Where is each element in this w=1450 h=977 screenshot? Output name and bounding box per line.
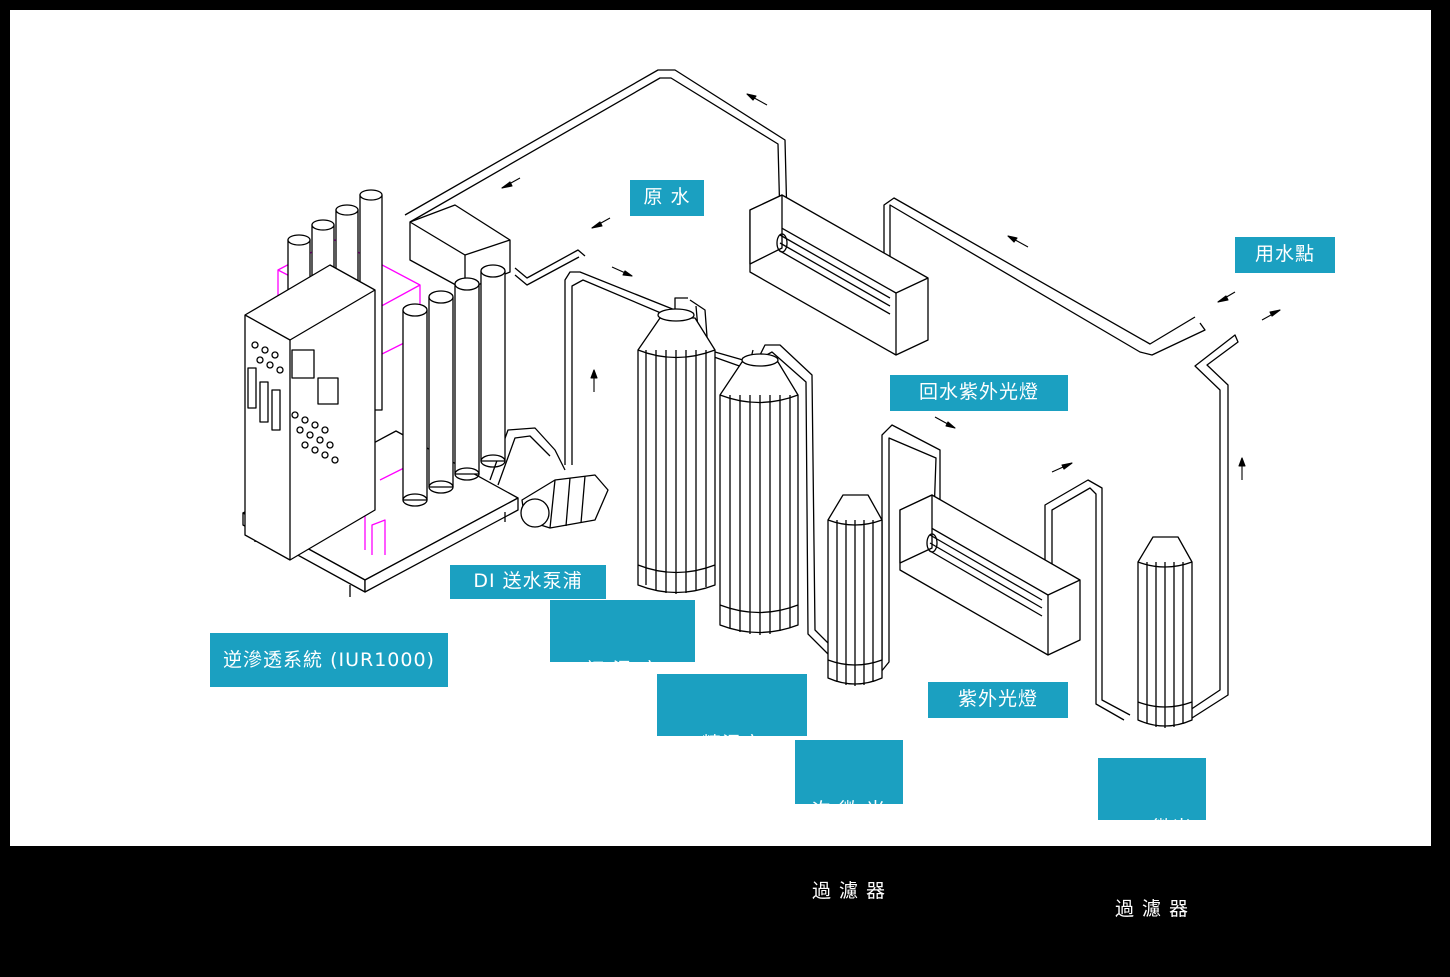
flow-arrow-icon: [501, 93, 1281, 480]
pipe-uv-out: [1044, 479, 1131, 721]
ro-control-panel: [244, 264, 376, 561]
pipe-raw-water-inlet: [514, 249, 586, 286]
label-primary-mixed-bed-line2: 離子交換器: [572, 740, 673, 762]
label-micron-01-filter-line1: 0.1 微米: [1111, 817, 1193, 839]
label-return-uv-lamp: 回水紫外光燈: [890, 375, 1068, 411]
uv-lamp-unit: [899, 494, 1081, 656]
sub-micron-filter-vessel: [827, 494, 883, 686]
drawing-frame: 原 水 用水點 回水紫外光燈 紫外光燈 DI 送水泵浦 初 混 床 離子交換器 …: [10, 10, 1431, 920]
pipe-ro-to-bed1: [564, 271, 688, 465]
label-micron-01-filter-line2: 過 濾 器: [1114, 898, 1190, 920]
label-ro-system: 逆滲透系統 (IUR1000): [210, 633, 448, 687]
polishing-mixed-bed-vessel: [719, 353, 799, 635]
label-primary-mixed-bed: 初 混 床 離子交換器: [550, 600, 695, 762]
pipe-return-loop: [883, 197, 1206, 356]
pipe-main-return: [404, 69, 788, 223]
primary-mixed-bed-vessel: [637, 308, 716, 594]
label-micron-01-filter: 0.1 微米 過 濾 器: [1098, 758, 1206, 920]
label-polishing-mixed-bed-line1: 精混床: [701, 733, 762, 755]
label-uv-lamp: 紫外光燈: [928, 682, 1068, 718]
label-polishing-mixed-bed: 精混床 離子交換器: [657, 674, 807, 836]
ro-front-membranes: [402, 264, 506, 507]
label-sub-micron-filter: 次 微 米 過 濾 器: [795, 740, 903, 902]
di-pump: [520, 474, 609, 529]
label-raw-water: 原 水: [630, 180, 704, 216]
label-di-pump: DI 送水泵浦: [450, 565, 606, 599]
pipe-right-riser: [1189, 334, 1239, 719]
label-sub-micron-filter-line2: 過 濾 器: [811, 880, 887, 902]
label-sub-micron-filter-line1: 次 微 米: [811, 799, 887, 821]
label-polishing-mixed-bed-line2: 離子交換器: [681, 814, 782, 836]
return-uv-lamp-unit: [749, 194, 929, 356]
process-diagram: [242, 69, 1281, 728]
label-primary-mixed-bed-line1: 初 混 床: [585, 659, 660, 681]
micron-01-filter-vessel: [1137, 536, 1193, 728]
label-use-point: 用水點: [1235, 237, 1335, 273]
